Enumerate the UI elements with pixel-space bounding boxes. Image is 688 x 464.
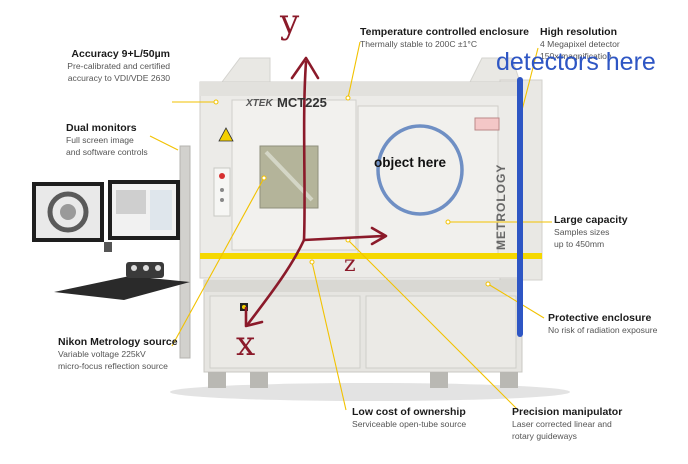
callout-title: Low cost of ownership — [352, 406, 466, 418]
callout-leaders — [149, 41, 552, 411]
object-annotation: object here — [374, 155, 447, 170]
detectors-annotation: detectors here — [496, 48, 656, 76]
floor-shadow — [170, 383, 570, 401]
axis-x-label: x — [236, 324, 256, 364]
callout-large-capacity: Large capacity Samples sizes up to 450mm — [554, 214, 628, 250]
callout-temperature: Temperature controlled enclosure Thermal… — [360, 26, 529, 51]
callout-desc: micro-focus reflection source — [58, 360, 168, 371]
callout-desc: up to 450mm — [554, 238, 605, 249]
machine-brand: XTEK — [246, 98, 273, 109]
callout-accuracy: Accuracy 9+L/50µm Pre-calibrated and cer… — [40, 48, 170, 84]
callout-title: Precision manipulator — [512, 406, 623, 418]
radiation-sticker — [218, 127, 234, 142]
yellow-stripe — [200, 253, 520, 259]
callout-protective: Protective enclosure No risk of radiatio… — [548, 312, 657, 337]
foot — [208, 372, 226, 388]
callout-dual-monitors: Dual monitors Full screen image and soft… — [66, 122, 148, 158]
callout-title: Nikon Metrology source — [58, 336, 178, 348]
machine-model: MCT225 — [277, 95, 327, 110]
callout-title: High resolution — [540, 26, 617, 38]
callout-title: Large capacity — [554, 214, 628, 226]
callout-desc: No risk of radiation exposure — [548, 325, 658, 335]
object-circle — [376, 124, 464, 216]
callout-desc: Thermally stable to 200C ±1°C — [360, 39, 478, 49]
enclosure-hood — [221, 57, 271, 83]
callout-desc: Laser corrected linear and — [512, 419, 612, 429]
callout-title: Dual monitors — [66, 122, 137, 134]
callout-precision: Precision manipulator Laser corrected li… — [512, 406, 622, 442]
callout-high-resolution: High resolution 4 Megapixel detector 150… — [540, 26, 620, 62]
right-door — [357, 105, 499, 257]
callout-nikon-source: Nikon Metrology source Variable voltage … — [58, 336, 178, 372]
keyboard — [54, 276, 190, 300]
callout-title: Protective enclosure — [548, 312, 652, 324]
callout-desc: Serviceable open-tube source — [352, 419, 467, 429]
callout-desc: rotary guideways — [512, 430, 577, 441]
callout-desc: and software controls — [66, 146, 148, 157]
callout-desc: 4 Megapixel detector — [540, 39, 620, 49]
axes-drawing — [244, 56, 388, 328]
callout-desc: Full screen image — [66, 135, 134, 145]
axis-z-label: z — [344, 252, 356, 277]
callout-desc: Samples sizes — [554, 227, 610, 237]
callout-title: Accuracy 9+L/50µm — [71, 48, 170, 60]
monitor-arm — [179, 145, 191, 359]
callout-low-cost: Low cost of ownership Serviceable open-t… — [352, 406, 466, 431]
callout-desc: accuracy to VDI/VDE 2630 — [67, 72, 170, 83]
callout-desc: Pre-calibrated and certified — [67, 61, 170, 71]
machine-side-label: METROLOGY — [494, 163, 508, 250]
axis-y-label: y — [280, 2, 300, 42]
callout-desc: Variable voltage 225kV — [58, 349, 146, 359]
callout-title: Temperature controlled enclosure — [360, 26, 530, 38]
callout-desc: 150x magnification — [540, 50, 612, 61]
